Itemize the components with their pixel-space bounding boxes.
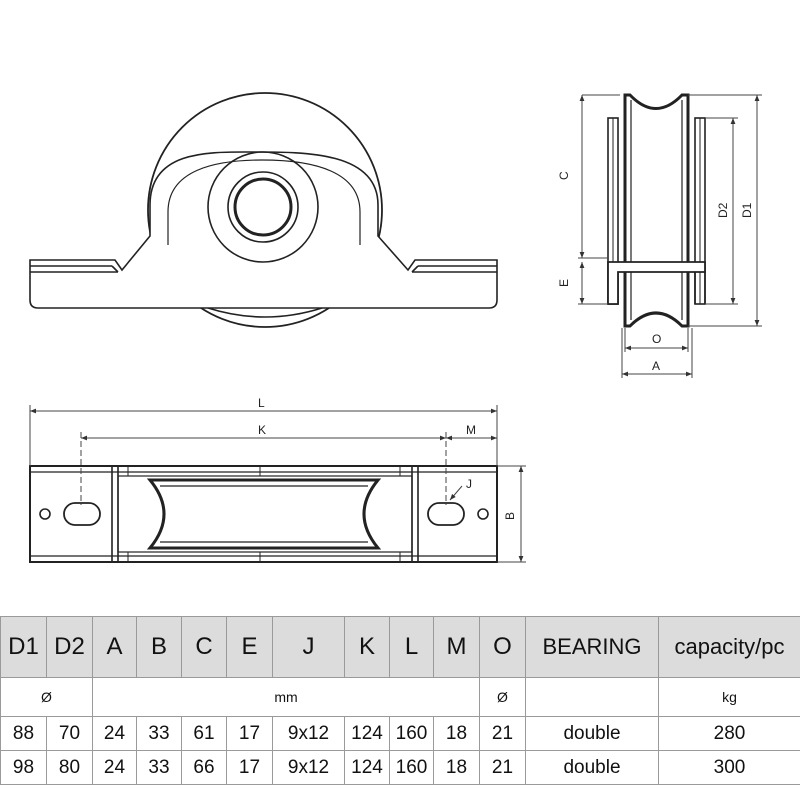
header-a: A bbox=[92, 616, 137, 678]
cell-c: 61 bbox=[181, 716, 227, 751]
dim-label-d2: D2 bbox=[716, 202, 730, 218]
dim-label-m: M bbox=[466, 423, 476, 437]
front-wheel bbox=[147, 92, 383, 328]
technical-drawing: C E D2 D1 O A bbox=[29, 92, 762, 563]
header-o: O bbox=[479, 616, 526, 678]
dim-label-o: O bbox=[652, 332, 661, 346]
header-bearing: BEARING bbox=[525, 616, 659, 678]
table-units-row: Ø mm Ø kg bbox=[0, 677, 800, 717]
side-dimensions bbox=[578, 94, 762, 378]
unit-bearing bbox=[525, 677, 659, 717]
side-wheel bbox=[623, 93, 690, 328]
header-d2: D2 bbox=[46, 616, 93, 678]
cell-b: 33 bbox=[136, 716, 182, 751]
dim-label-e: E bbox=[557, 279, 571, 287]
dim-label-l: L bbox=[258, 396, 265, 410]
dim-label-c: C bbox=[557, 171, 571, 180]
dim-label-k: K bbox=[258, 423, 266, 437]
header-e: E bbox=[226, 616, 273, 678]
top-view bbox=[29, 465, 498, 563]
header-b: B bbox=[136, 616, 182, 678]
slot-right bbox=[427, 502, 465, 526]
cell-k: 124 bbox=[344, 750, 390, 785]
wheel-bottom-arc bbox=[207, 307, 323, 318]
hub-ring bbox=[227, 171, 299, 243]
cell-d1: 88 bbox=[0, 716, 47, 751]
bearing-bore bbox=[233, 177, 293, 237]
cell-j: 9x12 bbox=[272, 750, 345, 785]
front-bracket bbox=[29, 151, 498, 309]
header-c: C bbox=[181, 616, 227, 678]
front-view bbox=[29, 92, 498, 328]
cell-capacity: 300 bbox=[658, 750, 800, 785]
header-k: K bbox=[344, 616, 390, 678]
header-capacity: capacity/pc bbox=[658, 616, 800, 678]
spec-table: D1 D2 A B C E J K L M O BEARING capacity… bbox=[0, 616, 800, 785]
hub-outer bbox=[207, 151, 319, 263]
hole-left bbox=[39, 508, 51, 520]
dim-label-b: B bbox=[503, 512, 517, 520]
dim-label-j: J bbox=[466, 477, 472, 491]
cell-m: 18 bbox=[433, 716, 480, 751]
top-wheel bbox=[146, 478, 382, 550]
cell-d2: 70 bbox=[46, 716, 93, 751]
cell-l: 160 bbox=[389, 716, 434, 751]
header-d1: D1 bbox=[0, 616, 47, 678]
dim-label-a: A bbox=[652, 359, 660, 373]
header-m: M bbox=[433, 616, 480, 678]
cell-m: 18 bbox=[433, 750, 480, 785]
cell-b: 33 bbox=[136, 750, 182, 785]
cell-e: 17 bbox=[226, 716, 273, 751]
cell-k: 124 bbox=[344, 716, 390, 751]
slot-left bbox=[63, 502, 101, 526]
cell-capacity: 280 bbox=[658, 716, 800, 751]
cell-j: 9x12 bbox=[272, 716, 345, 751]
unit-capacity: kg bbox=[658, 677, 800, 717]
unit-diameter-left: Ø bbox=[0, 677, 93, 717]
dim-label-d1: D1 bbox=[740, 202, 754, 218]
table-header-row: D1 D2 A B C E J K L M O BEARING capacity… bbox=[0, 616, 800, 678]
side-view bbox=[607, 93, 706, 328]
header-l: L bbox=[389, 616, 434, 678]
hole-right bbox=[477, 508, 489, 520]
cell-o: 21 bbox=[479, 750, 526, 785]
top-dimensions bbox=[29, 405, 526, 563]
cell-bearing: double bbox=[525, 750, 659, 785]
table-row: 98 80 24 33 66 17 9x12 124 160 18 21 dou… bbox=[0, 750, 800, 785]
cell-d1: 98 bbox=[0, 750, 47, 785]
cell-c: 66 bbox=[181, 750, 227, 785]
cell-l: 160 bbox=[389, 750, 434, 785]
unit-mm: mm bbox=[92, 677, 480, 717]
cell-a: 24 bbox=[92, 750, 137, 785]
cell-o: 21 bbox=[479, 716, 526, 751]
header-j: J bbox=[272, 616, 345, 678]
cell-e: 17 bbox=[226, 750, 273, 785]
cell-d2: 80 bbox=[46, 750, 93, 785]
cell-a: 24 bbox=[92, 716, 137, 751]
unit-diameter-right: Ø bbox=[479, 677, 526, 717]
table-row: 88 70 24 33 61 17 9x12 124 160 18 21 dou… bbox=[0, 716, 800, 751]
cell-bearing: double bbox=[525, 716, 659, 751]
